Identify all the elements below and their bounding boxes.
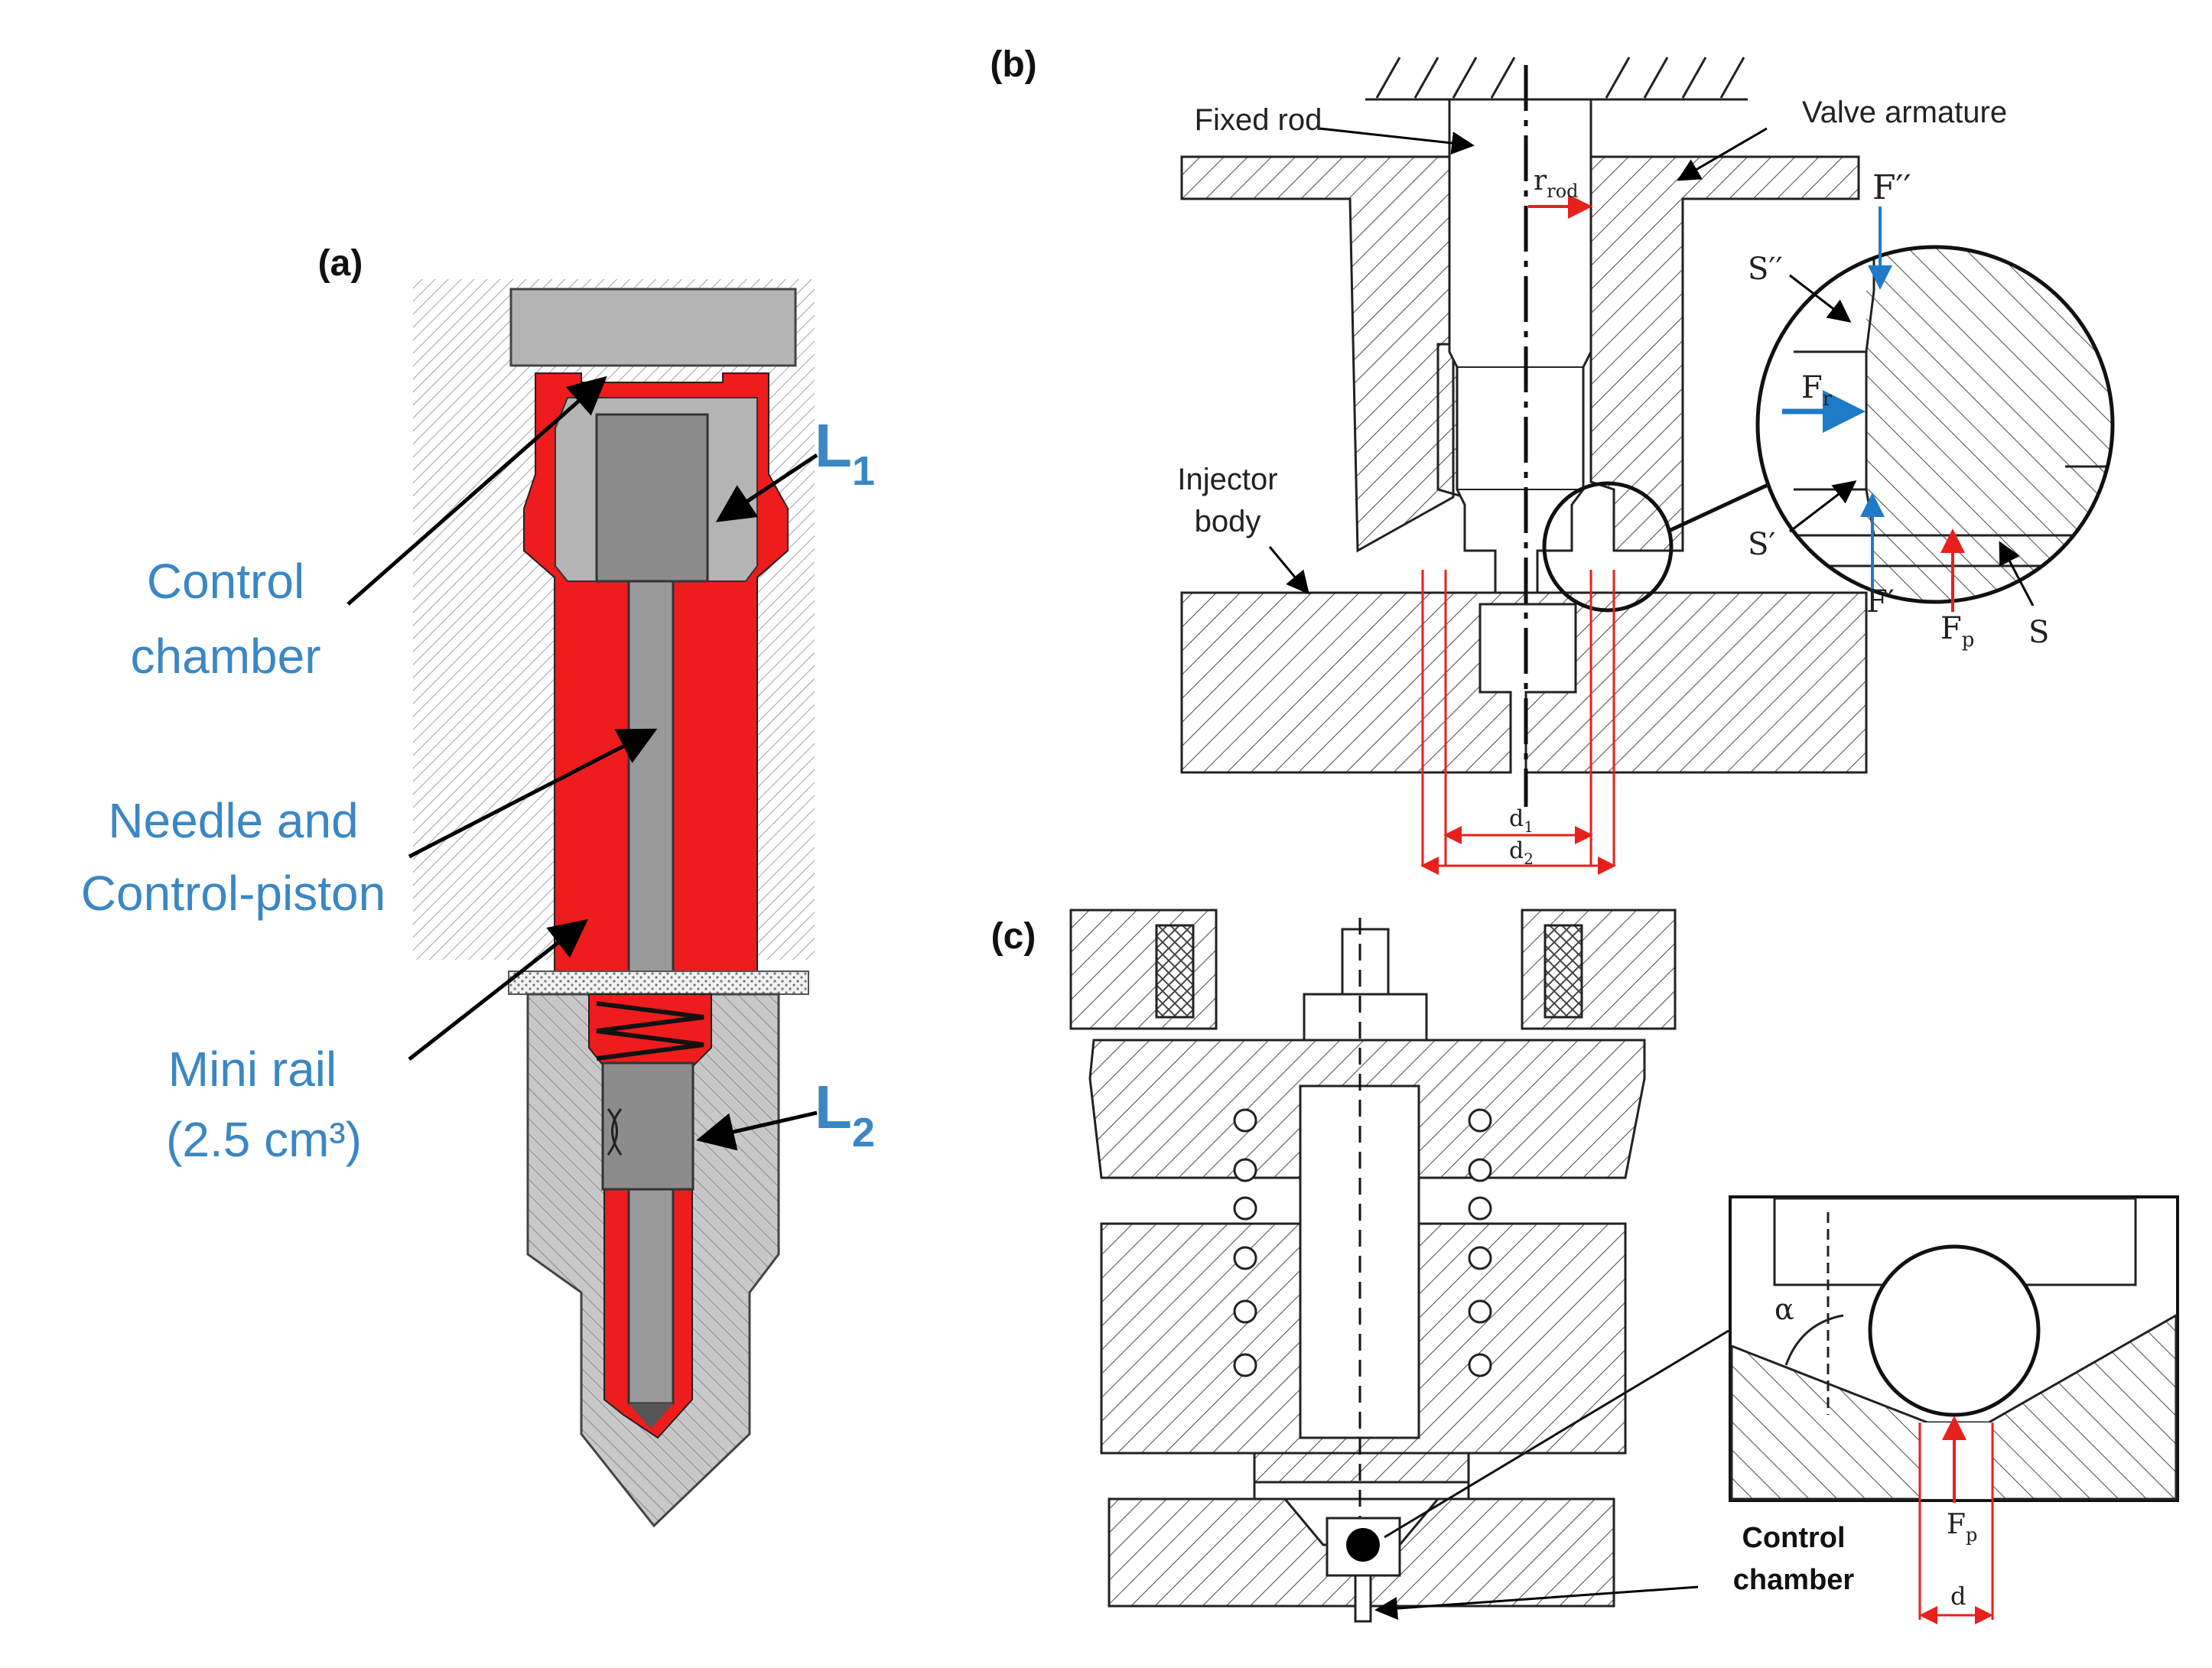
Fp-label-c: Fp bbox=[1947, 1509, 1977, 1546]
stem-flange bbox=[1253, 1452, 1470, 1484]
outlet-orifice bbox=[1354, 1574, 1372, 1623]
coil-right bbox=[1544, 924, 1583, 1019]
top-cap bbox=[509, 288, 797, 367]
L1-label: L1 bbox=[815, 411, 875, 494]
fixed-rod bbox=[1448, 98, 1592, 606]
control-chamber-label-line1: Control bbox=[147, 554, 304, 609]
detail-box-c bbox=[1729, 1195, 2179, 1502]
stem-top bbox=[1341, 928, 1390, 996]
d-dimension-c bbox=[1918, 1423, 1994, 1624]
stem-collar bbox=[1303, 993, 1428, 1042]
d1-label: d1 bbox=[1509, 805, 1534, 836]
L2-label: L2 bbox=[815, 1073, 875, 1156]
injector-body-b bbox=[1180, 591, 1868, 774]
control-chamber-arrow-c bbox=[1374, 1585, 1699, 1621]
panel-c: (c) bbox=[991, 909, 2179, 1624]
injector-body-label-line2: body bbox=[1195, 505, 1261, 538]
detail-connector bbox=[1666, 480, 1776, 534]
orifice-symbol bbox=[607, 1108, 623, 1156]
control-chamber-label-line2: chamber bbox=[131, 629, 321, 684]
needle-arrow bbox=[408, 728, 658, 859]
ground-hatch bbox=[1375, 57, 1745, 99]
control-chamber-label-c-line1: Control bbox=[1742, 1522, 1845, 1554]
F-prime-label: F′ bbox=[1866, 584, 1895, 619]
S-prime-label: S′ bbox=[1748, 527, 1775, 562]
Fp-label-b: Fp bbox=[1940, 611, 1974, 652]
L2-arrow bbox=[696, 1110, 818, 1151]
d-label-c: d bbox=[1950, 1582, 1966, 1611]
needle-label-line1: Needle and bbox=[108, 793, 358, 848]
S-prime-leader bbox=[1789, 480, 1857, 533]
alpha-label: α bbox=[1774, 1292, 1794, 1326]
valve-armature-leader bbox=[1677, 127, 1768, 181]
F-double-prime-label: F′′ bbox=[1872, 168, 1911, 207]
mini-rail-arrow bbox=[408, 919, 588, 1061]
panel-b-tag: (b) bbox=[990, 44, 1036, 85]
control-chamber-label-c-line2: chamber bbox=[1733, 1564, 1855, 1596]
rrod-label: rrod bbox=[1534, 165, 1579, 202]
S-double-prime-label: S′′ bbox=[1748, 252, 1783, 287]
d-dimensions bbox=[1420, 570, 1616, 875]
coil-left bbox=[1155, 924, 1195, 1019]
panel-a-tag: (a) bbox=[318, 243, 363, 284]
ball-valve bbox=[1346, 1528, 1380, 1562]
panel-a: (a) Control chamber Needle and Control-p… bbox=[81, 243, 875, 1528]
springs-c bbox=[1233, 1108, 1492, 1377]
Fr-label: Fr bbox=[1801, 370, 1833, 411]
detail-circle-small bbox=[1542, 481, 1674, 613]
needle-label-line2: Control-piston bbox=[81, 866, 385, 921]
upper-piston bbox=[595, 413, 709, 583]
S-leader bbox=[1999, 541, 2035, 606]
seal-plate bbox=[508, 971, 809, 995]
stem-base bbox=[1253, 1481, 1470, 1501]
fixed-rod-label: Fixed rod bbox=[1195, 103, 1322, 137]
mini-rail-label-line2: (2.5 cm³) bbox=[166, 1112, 362, 1167]
detail-leader-c bbox=[1384, 1329, 1729, 1539]
lower-needle bbox=[627, 1188, 675, 1405]
d2-label: d2 bbox=[1509, 837, 1534, 868]
fixed-rod-leader bbox=[1319, 127, 1475, 154]
zoom-detail-b bbox=[1755, 245, 2115, 604]
panel-c-tag: (c) bbox=[991, 916, 1036, 957]
needle-spring bbox=[596, 1001, 704, 1061]
valve-armature-label: Valve armature bbox=[1802, 96, 2007, 129]
control-chamber-arrow bbox=[346, 376, 607, 606]
needle-tip bbox=[629, 1403, 673, 1429]
mini-rail-label-line1: Mini rail bbox=[168, 1042, 337, 1097]
injector-body-label-line1: Injector bbox=[1177, 463, 1277, 496]
L1-arrow bbox=[715, 453, 818, 522]
panel-b: (b) bbox=[990, 44, 2115, 875]
S-label: S bbox=[2028, 615, 2049, 650]
S-double-prime-leader bbox=[1789, 274, 1852, 323]
injector-body-leader bbox=[1268, 546, 1309, 595]
